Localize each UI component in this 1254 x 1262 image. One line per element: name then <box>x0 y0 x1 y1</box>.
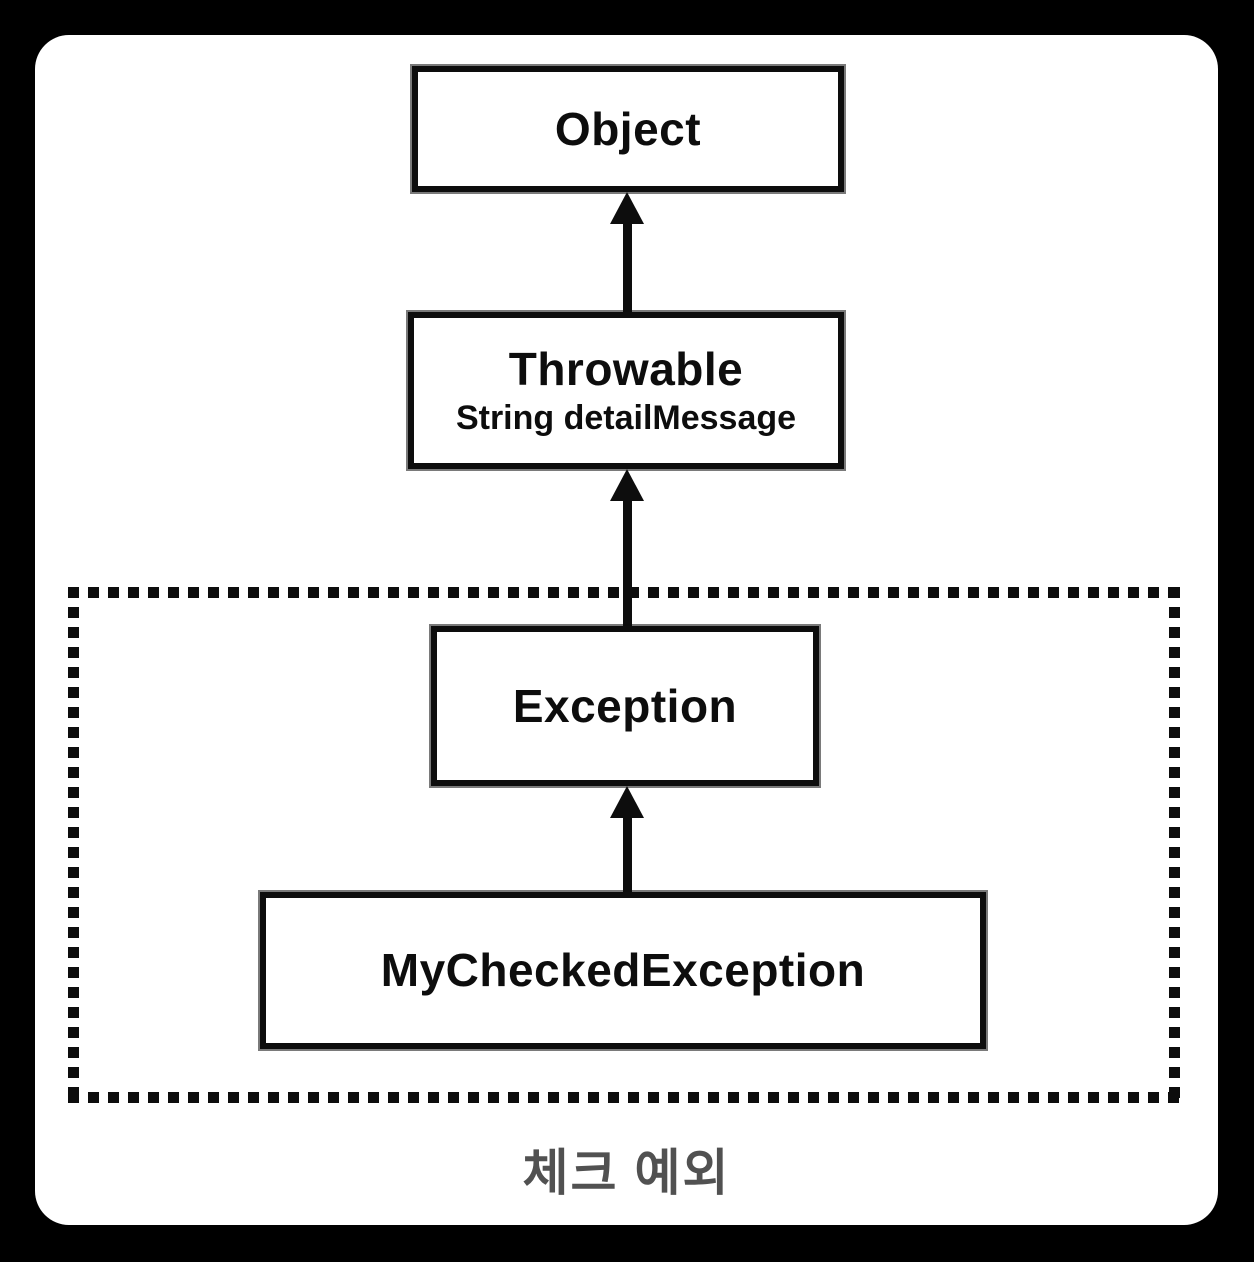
arrowhead-up-icon <box>610 786 644 818</box>
class-box-throwable: Throwable String detailMessage <box>408 312 844 469</box>
arrow-shaft <box>622 224 632 312</box>
arrow-shaft <box>622 501 632 626</box>
inheritance-arrow-mychecked-to-exception <box>610 786 644 892</box>
arrow-shaft <box>622 818 632 892</box>
class-name-label: Exception <box>512 679 738 732</box>
arrowhead-up-icon <box>610 192 644 224</box>
class-field-label: String detailMessage <box>455 399 797 438</box>
arrowhead-up-icon <box>610 469 644 501</box>
class-name-label: Object <box>554 102 702 155</box>
class-box-exception: Exception <box>431 626 819 786</box>
inheritance-arrow-exception-to-throwable <box>610 469 644 626</box>
group-caption: 체크 예외 <box>522 1145 731 1201</box>
class-name-label: Throwable <box>508 342 744 395</box>
class-name-label: MyCheckedException <box>380 944 866 997</box>
diagram-card: Object Throwable String detailMessage Ex… <box>35 35 1218 1225</box>
inheritance-arrow-throwable-to-object <box>610 192 644 312</box>
class-box-object: Object <box>412 66 844 192</box>
class-box-mycheckedexception: MyCheckedException <box>260 892 986 1049</box>
